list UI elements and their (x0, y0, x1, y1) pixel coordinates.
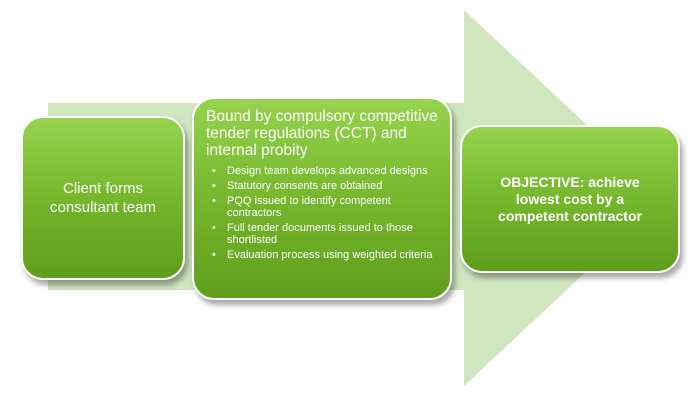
objective-step-text: OBJECTIVE: achieve lowest cost by a comp… (498, 173, 642, 224)
client-step-text: Client forms consultant team (50, 180, 156, 216)
process-bullet-item: Design team develops advanced designs (212, 165, 440, 177)
process-step-heading: Bound by compulsory competitive tender r… (206, 108, 438, 159)
process-bullet-item: Evaluation process using weighted criter… (212, 249, 440, 261)
client-step-box: Client forms consultant team (21, 116, 185, 280)
process-bullet-item: Full tender documents issued to those sh… (212, 222, 440, 246)
process-bullet-list: Design team develops advanced designs St… (206, 165, 440, 261)
process-step-box: Bound by compulsory competitive tender r… (192, 97, 452, 300)
process-bullet-item: PQQ issued to identify competent contrac… (212, 195, 440, 219)
process-bullet-item: Statutory consents are obtained (212, 180, 440, 192)
objective-step-box: OBJECTIVE: achieve lowest cost by a comp… (460, 125, 680, 273)
